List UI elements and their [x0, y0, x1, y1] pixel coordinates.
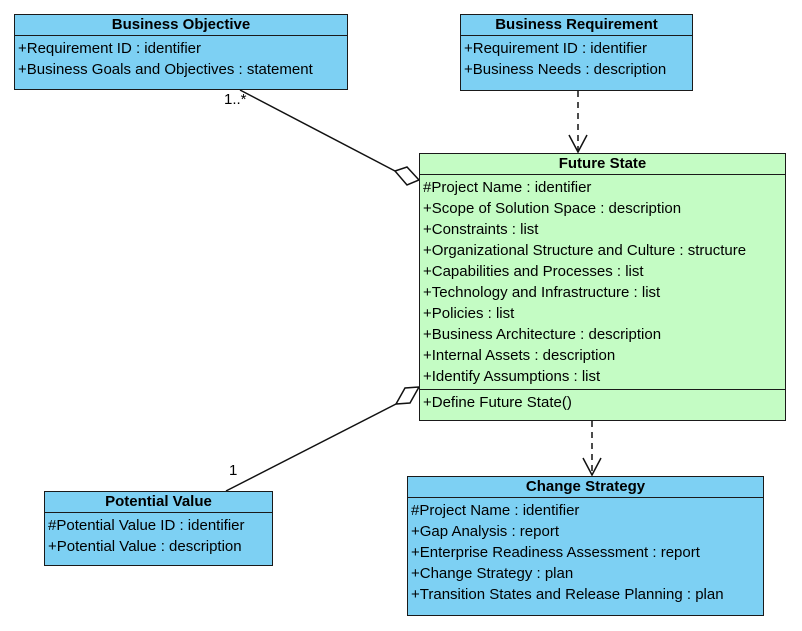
class-change-strategy[interactable]: Change Strategy #Project Name : identifi…: [407, 476, 764, 616]
attribute-row: +Identify Assumptions : list: [423, 368, 601, 385]
class-attributes: #Project Name : identifier +Scope of Sol…: [420, 175, 785, 389]
attribute-row: +Business Architecture : description: [423, 326, 662, 343]
attribute-row: +Gap Analysis : report: [411, 523, 559, 540]
dependency-arrow-strategy: [582, 457, 602, 477]
aggregation-diamond-objective: [393, 166, 421, 186]
class-attributes: +Requirement ID : identifier +Business G…: [15, 36, 347, 82]
attribute-row: #Project Name : identifier: [423, 179, 592, 196]
aggregation-objective-future: [239, 89, 396, 172]
attribute-row: +Organizational Structure and Culture : …: [423, 242, 747, 259]
class-attributes: +Requirement ID : identifier +Business N…: [461, 36, 692, 82]
attribute-row: +Internal Assets : description: [423, 347, 616, 364]
aggregation-potential-future: [225, 403, 397, 492]
class-attributes: #Potential Value ID : identifier +Potent…: [45, 513, 272, 559]
operation-row: +Define Future State(): [423, 394, 572, 411]
attribute-row: +Scope of Solution Space : description: [423, 200, 682, 217]
dependency-arrow-requirement: [568, 134, 588, 154]
attribute-row: +Change Strategy : plan: [411, 565, 574, 582]
attribute-row: +Transition States and Release Planning …: [411, 586, 724, 603]
attribute-row: +Policies : list: [423, 305, 515, 322]
attribute-row: +Technology and Infrastructure : list: [423, 284, 661, 301]
multiplicity-business-objective: 1..*: [224, 91, 247, 108]
class-business-objective[interactable]: Business Objective +Requirement ID : ide…: [14, 14, 348, 90]
attribute-row: #Project Name : identifier: [411, 502, 580, 519]
class-title: Potential Value: [45, 492, 272, 513]
attribute-row: +Business Goals and Objectives : stateme…: [18, 61, 313, 78]
class-potential-value[interactable]: Potential Value #Potential Value ID : id…: [44, 491, 273, 566]
attribute-row: +Requirement ID : identifier: [464, 40, 648, 57]
attribute-row: #Potential Value ID : identifier: [48, 517, 245, 534]
attribute-row: +Enterprise Readiness Assessment : repor…: [411, 544, 700, 561]
class-operations: +Define Future State(): [420, 389, 785, 415]
class-title: Change Strategy: [408, 477, 763, 498]
class-title: Business Objective: [15, 15, 347, 36]
attribute-row: +Constraints : list: [423, 221, 539, 238]
attribute-row: +Potential Value : description: [48, 538, 242, 555]
attribute-row: +Business Needs : description: [464, 61, 667, 78]
aggregation-diamond-potential: [394, 386, 421, 405]
class-title: Future State: [420, 154, 785, 175]
class-title: Business Requirement: [461, 15, 692, 36]
class-business-requirement[interactable]: Business Requirement +Requirement ID : i…: [460, 14, 693, 91]
class-attributes: #Project Name : identifier +Gap Analysis…: [408, 498, 763, 607]
attribute-row: +Capabilities and Processes : list: [423, 263, 644, 280]
multiplicity-potential-value: 1: [229, 462, 238, 479]
attribute-row: +Requirement ID : identifier: [18, 40, 202, 57]
class-future-state[interactable]: Future State #Project Name : identifier …: [419, 153, 786, 421]
